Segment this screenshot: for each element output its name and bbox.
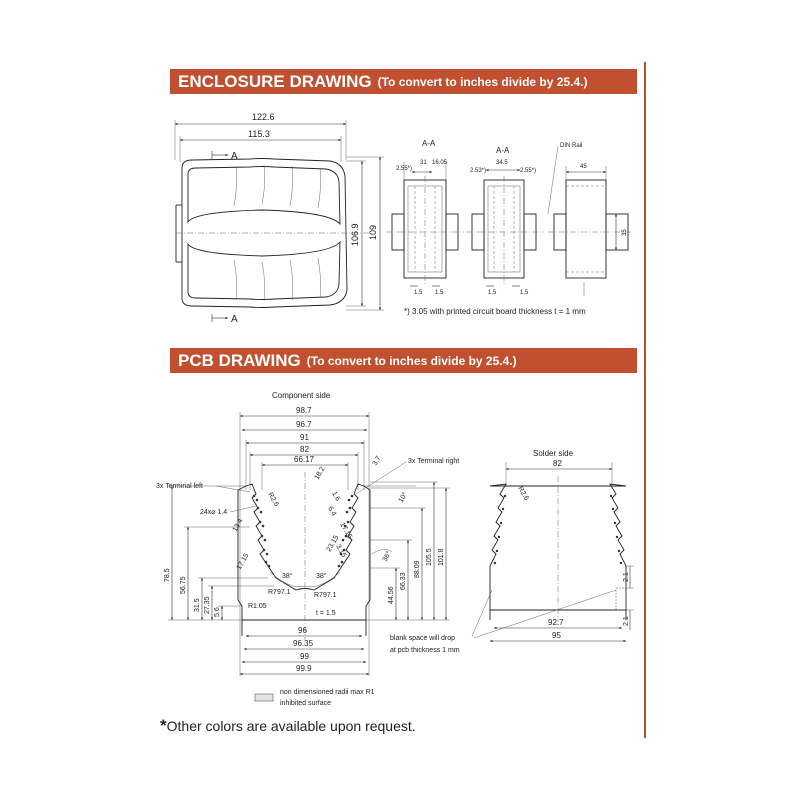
bottom-dim-99: 99 xyxy=(300,652,309,661)
top-dim-91: 91 xyxy=(300,433,309,442)
enclosure-drawing-header: ENCLOSURE DRAWING (To convert to inches … xyxy=(170,69,637,94)
footer-star: * xyxy=(160,716,167,735)
solder-dim-95: 95 xyxy=(552,631,561,640)
pitch-1-6: 1.6 xyxy=(330,491,341,503)
legend-line-1: non dimensioned radii max R1 xyxy=(280,689,375,696)
bottom-dim-96-35: 96.35 xyxy=(293,639,314,648)
s1-dim-2-55: 2.55*) xyxy=(396,166,412,172)
pcb-drawing-header: PCB DRAWING (To convert to inches divide… xyxy=(170,348,637,373)
terminal-right-label: 3x Terminal right xyxy=(408,458,459,465)
legend-line-2: inhibited surface xyxy=(280,700,331,707)
pcb-drawing-subtitle: (To convert to inches divide by 25.4.) xyxy=(306,353,517,368)
blank-space-note-1: blank space will drop xyxy=(390,635,455,642)
r1-05: R1.05 xyxy=(248,603,267,610)
left-dim-78-5: 78.5 xyxy=(164,568,171,582)
top-dim-98-7: 98.7 xyxy=(296,406,312,415)
right-dim-101-8: 101.8 xyxy=(438,548,445,566)
right-dim-105-5: 105.5 xyxy=(426,548,433,566)
s2-dim-1-5-right: 1.5 xyxy=(520,290,529,296)
section-a-a-label-1: A-A xyxy=(422,139,436,148)
pitch-18-2: 18.2 xyxy=(314,466,327,481)
s1-dim-31: 31 xyxy=(420,160,427,166)
s2-dim-34-5: 34.5 xyxy=(496,160,508,166)
right-dim-88-09: 88.09 xyxy=(414,560,421,578)
enclosure-drawing-subtitle: (To convert to inches divide by 25.4.) xyxy=(377,74,588,89)
right-dim-66-33: 66.33 xyxy=(400,572,407,590)
section-marker-top: A xyxy=(231,151,238,162)
left-dim-56-75: 56.75 xyxy=(180,576,187,594)
solder-side-label: Solder side xyxy=(533,449,574,458)
holes-label: 24x⌀ 1.4 xyxy=(200,509,227,516)
enclosure-top-view: 122.6 115.3 A A 106.9 xyxy=(174,112,384,325)
s2-dim-1-5-left: 1.5 xyxy=(488,290,497,296)
dim-115-3: 115.3 xyxy=(248,129,270,139)
bottom-dim-96: 96 xyxy=(298,626,307,635)
r797-left: R797.1 xyxy=(268,589,291,596)
bottom-dim-99-9: 99.9 xyxy=(296,664,312,673)
r797-right: R797.1 xyxy=(314,592,337,599)
s2-dim-2-55: 2.55*) xyxy=(520,168,536,174)
s2-dim-2-53: 2.53*) xyxy=(470,168,486,174)
din-rail-label: DIN Rail xyxy=(560,143,582,149)
left-dim-27-35: 27.35 xyxy=(204,596,211,614)
section-a-a-label-2: A-A xyxy=(496,146,510,155)
enclosure-section-a-a-2: A-A 2.53*) 34.5 2.55*) 1.5 1.5 xyxy=(466,146,544,296)
legend-swatch xyxy=(254,693,274,702)
enclosure-section-a-a-1: A-A 2.55*) 31 16.05 1.5 1.5 xyxy=(386,139,464,296)
pitch-3-7: 3.7 xyxy=(372,455,383,467)
right-dim-44-56: 44.56 xyxy=(388,586,395,604)
angle-10: 10° xyxy=(397,491,409,504)
left-dim-31-5: 31.5 xyxy=(194,598,201,612)
top-dim-96-7: 96.7 xyxy=(296,420,312,429)
dim-106-9: 106.9 xyxy=(350,223,360,246)
pitch-3-15: 3.15 xyxy=(334,544,347,559)
pitch-6-4: 6.4 xyxy=(326,506,337,518)
s1-dim-16-05: 16.05 xyxy=(432,160,448,166)
angle-38-right: 38° xyxy=(316,572,327,580)
enclosure-footnote: *) 3.05 with printed circuit board thick… xyxy=(404,307,586,316)
solder-dim-92-7: 92.7 xyxy=(548,618,564,627)
thickness: t = 1.5 xyxy=(316,610,336,617)
solder-dim-2-1-top: 2.1 xyxy=(623,572,630,582)
s1-dim-1-5-left: 1.5 xyxy=(414,290,423,296)
pcb-drawing-title: PCB DRAWING xyxy=(178,350,301,370)
s3-dim-35: 35 xyxy=(622,229,628,236)
dim-109: 109 xyxy=(368,225,378,240)
pcb-component-side: Component side 98.7 96.7 91 82 66.17 xyxy=(156,391,459,676)
top-dim-66-17: 66.17 xyxy=(294,455,315,464)
blank-space-note-2: at pcb thickness 1 mm xyxy=(390,647,460,654)
solder-dim-2-1-bottom: 2.1 xyxy=(623,616,630,626)
legend: non dimensioned radii max R1 inhibited s… xyxy=(254,689,375,707)
terminal-left-label: 3x Terminal left xyxy=(156,483,203,490)
enclosure-drawing-title: ENCLOSURE DRAWING xyxy=(178,71,372,91)
dim-122-6: 122.6 xyxy=(252,112,275,122)
top-dim-82: 82 xyxy=(300,445,309,454)
component-side-label: Component side xyxy=(272,391,331,400)
footer-note: *Other colors are available upon request… xyxy=(160,716,416,736)
solder-dim-82: 82 xyxy=(553,459,562,468)
left-dim-5-6: 5.6 xyxy=(214,607,221,617)
angle-38-left: 38° xyxy=(282,572,293,580)
section-marker-bottom: A xyxy=(231,314,238,325)
s3-dim-45: 45 xyxy=(580,164,587,170)
solder-r2-6: R2.6 xyxy=(516,486,530,502)
page-margin-rule xyxy=(644,62,646,738)
r2-6-label: R2.6 xyxy=(266,492,280,508)
pitch-13-4: 13.4 xyxy=(232,518,245,533)
enclosure-side-view: DIN Rail 45 35 xyxy=(547,143,632,296)
s1-dim-1-5-right: 1.5 xyxy=(435,290,444,296)
footer-text: Other colors are available upon request. xyxy=(166,718,416,734)
